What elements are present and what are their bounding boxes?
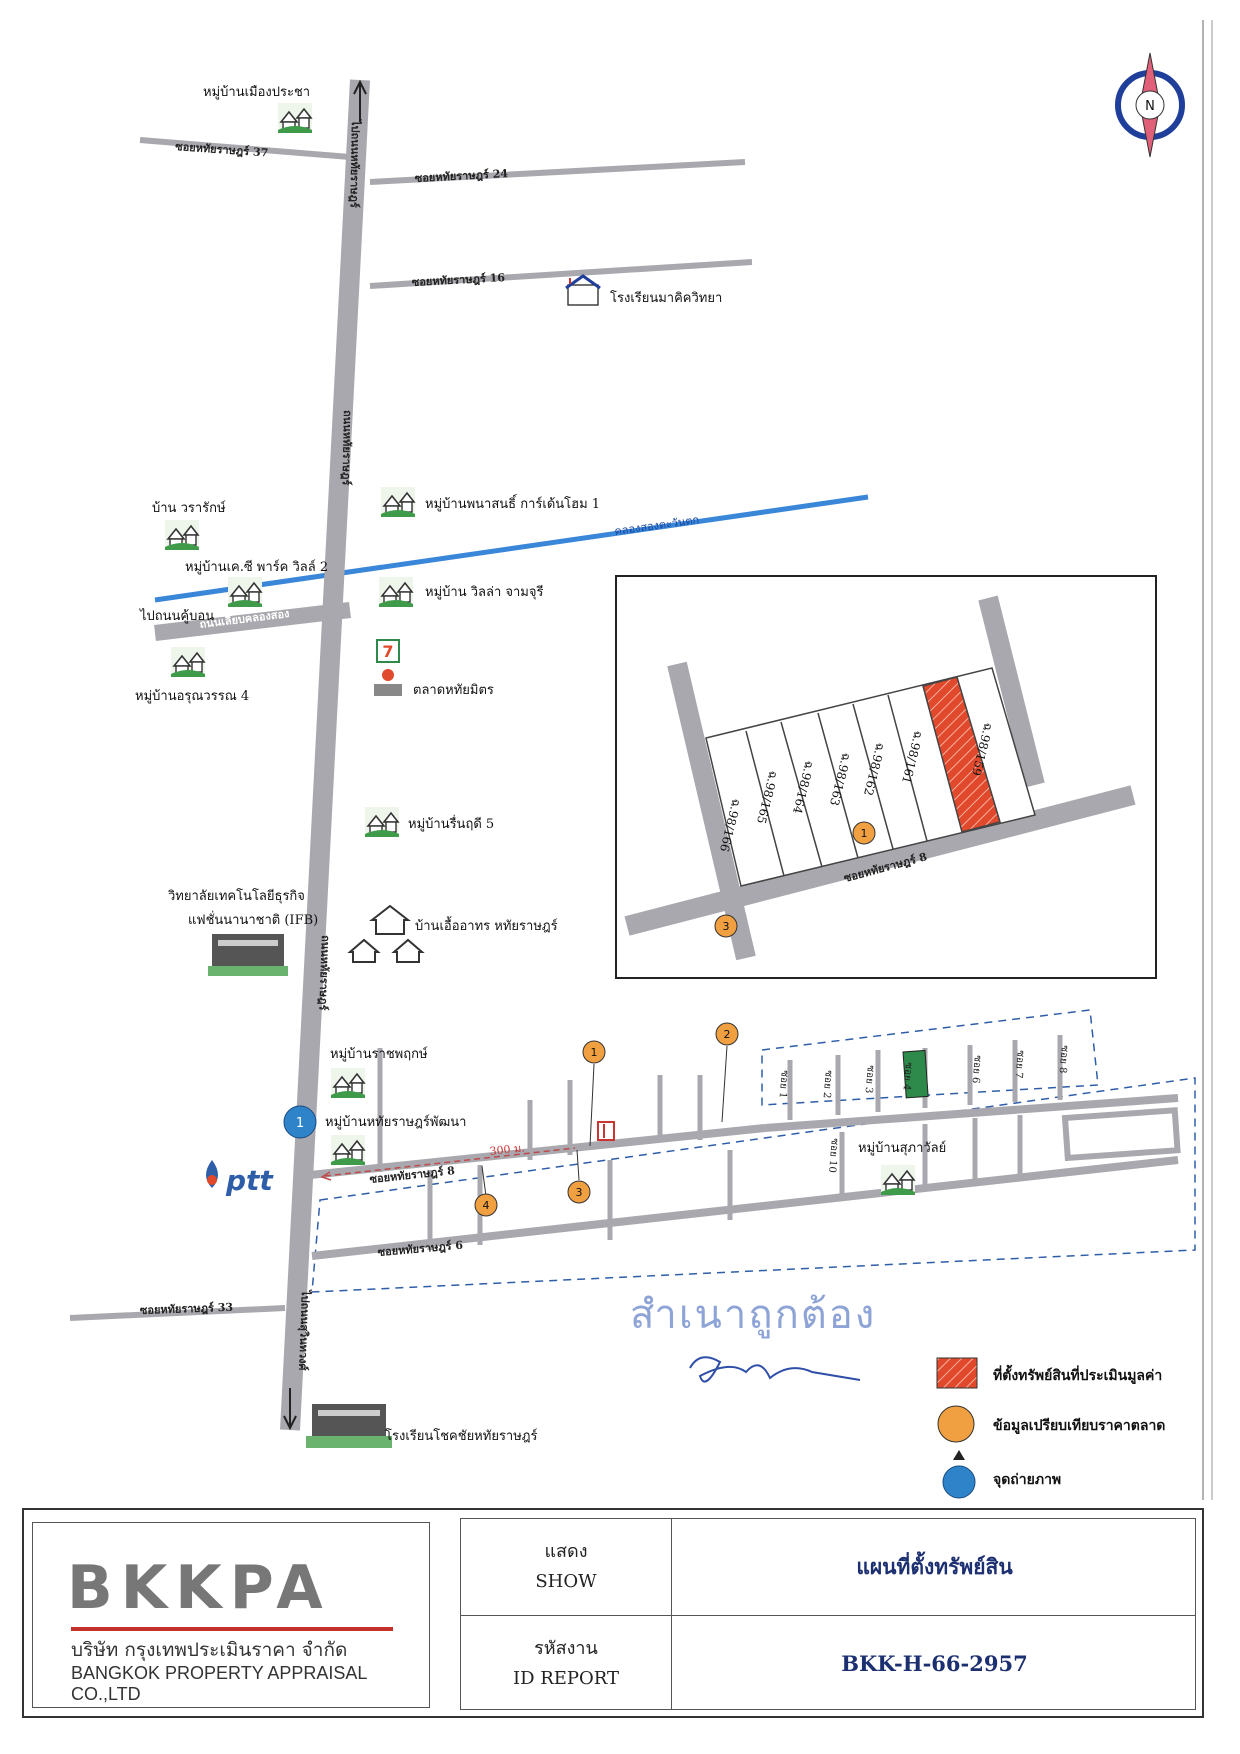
- road-label-soi33: ซอยหทัยราษฎร์ 33: [140, 1301, 234, 1317]
- logo-divider: [71, 1627, 393, 1631]
- soi-label-3: ซอย 3: [863, 1065, 876, 1094]
- legend-photo-label: จุดถ่ายภาพ: [993, 1472, 1061, 1488]
- seven-eleven-icon: 7: [376, 639, 400, 663]
- report-id: BKK-H-66-2957: [841, 1651, 1028, 1676]
- comparable-marker-2: [715, 1022, 739, 1046]
- place-ratchaphruek: หมู่บ้านราชพฤกษ์: [330, 1046, 428, 1062]
- id-label-th: รหัสงาน: [534, 1637, 598, 1659]
- road-label-main-south: ไปถนนสุวินทวงศ์: [295, 1288, 313, 1372]
- road-label-soi37: ซอยหทัยราษฎร์ 37: [175, 140, 269, 159]
- company-name-th: บริษัท กรุงเทพประเมินราคา จำกัด: [71, 1639, 348, 1661]
- place-ifb-line1: วิทยาลัยเทคโนโลยีธุรกิจ: [167, 888, 305, 904]
- soi-label-4: ซอย 4: [901, 1062, 914, 1091]
- place-uea-athon: บ้านเอื้ออาทร หทัยราษฎร์: [415, 916, 558, 934]
- subject-plot: [922, 676, 1001, 833]
- school-building-icon: [306, 1404, 392, 1448]
- place-ifb-line2: แฟชั่นนานาชาติ (IFB): [188, 911, 318, 928]
- place-phanason: หมู่บ้านพนาสนธิ์ การ์เด้นโฮม 1: [425, 494, 600, 512]
- svg-text:1: 1: [861, 827, 868, 840]
- place-villa-chamchuri: หมู่บ้าน วิลล่า จามจุรี: [425, 584, 543, 600]
- comparable-marker-4: [474, 1193, 498, 1217]
- photo-marker-1: [283, 1105, 317, 1139]
- place-chokchai-school: โรงเรียนโชคชัยหทัยราษฎร์: [385, 1428, 538, 1444]
- soi-label-2: ซอย 2: [821, 1070, 834, 1099]
- road-label-to-khubon: ไปถนนคู้บอน: [139, 608, 214, 624]
- place-makhi-school: โรงเรียนมาคิควิทยา: [610, 290, 722, 306]
- report-info-box: แสดง SHOW แผนที่ตั้งทรัพย์สิน รหัสงาน ID…: [460, 1518, 1196, 1710]
- road-label-soi16: ซอยหทัยราษฎร์ 16: [411, 271, 505, 289]
- soi-label-7: ซอย 7: [1013, 1050, 1026, 1079]
- legend-comparable-swatch: [937, 1405, 975, 1443]
- place-hathairat-phatthana: หมู่บ้านหทัยราษฎร์พัฒนา: [325, 1114, 466, 1130]
- legend-comparable-label: ข้อมูลเปรียบเทียบราคาตลาด: [993, 1418, 1165, 1434]
- title-cell: แผนที่ตั้งทรัพย์สิน: [672, 1519, 1197, 1615]
- document-title: แผนที่ตั้งทรัพย์สิน: [856, 1553, 1013, 1579]
- legend-photo-arrow: [953, 1450, 965, 1460]
- svg-text:2: 2: [724, 1028, 731, 1041]
- id-label-en: ID REPORT: [512, 1667, 620, 1689]
- signature: [689, 1356, 861, 1383]
- road-label-main-north: ไปถนนหทัยราษฎร์: [347, 118, 363, 208]
- place-suphawan: หมู่บ้านสุภาวัลย์: [858, 1140, 946, 1156]
- comparable-marker-3: [567, 1180, 591, 1204]
- place-talat: ตลาดหทัยมิตร: [413, 683, 494, 698]
- company-logo-box: BKKPA บริษัท กรุงเทพประเมินราคา จำกัด BA…: [32, 1522, 430, 1708]
- place-mueang-pracha: หมู่บ้านเมืองประชา: [203, 84, 310, 100]
- place-kc-park: หมู่บ้านเค.ซี พาร์ค วิลล์ 2: [185, 559, 328, 575]
- ptt-logo: ptt: [206, 1160, 274, 1197]
- place-rinrudee: หมู่บ้านรื่นฤดี 5: [408, 815, 494, 832]
- svg-text:1: 1: [591, 1046, 598, 1059]
- company-logo: BKKPA: [67, 1553, 331, 1623]
- school-icon: [565, 274, 601, 306]
- road-label-main-lower: ถนนหทัยราษฎร์: [316, 935, 332, 1011]
- seven-eleven-label: 7: [382, 642, 393, 661]
- show-label-en: SHOW: [535, 1571, 597, 1592]
- legend-subject-swatch: [936, 1357, 978, 1389]
- inset-comparable-marker-1: [852, 821, 876, 845]
- show-label-cell: แสดง SHOW: [461, 1519, 671, 1615]
- svg-text:3: 3: [576, 1186, 583, 1199]
- legend-photo-swatch: [942, 1465, 976, 1499]
- road-label-soi6: ซอยหทัยราษฎร์ 6: [377, 1239, 464, 1259]
- company-name-en: BANGKOK PROPERTY APPRAISAL CO.,LTD: [71, 1663, 367, 1704]
- compass-north-label: N: [1145, 99, 1155, 114]
- svg-text:3: 3: [723, 920, 730, 933]
- svg-text:4: 4: [483, 1199, 490, 1212]
- college-icon: [208, 934, 288, 976]
- canal-label: คลองสองตะวันตก: [614, 513, 700, 538]
- svg-text:1: 1: [296, 1116, 304, 1131]
- location-map: N คลองสองตะวันตก 300 ม. ไปถนนหทัยราษฎร์ …: [69, 20, 1213, 1500]
- legend-subject-label: ที่ตั้งทรัพย์สินที่ประเมินมูลค่า: [993, 1364, 1162, 1384]
- legend: ที่ตั้งทรัพย์สินที่ประเมินมูลค่า ข้อมูลเ…: [936, 1357, 1165, 1499]
- distance-label: 300 ม.: [489, 1141, 525, 1158]
- inset-map: ฉ.98/166 ฉ.98/165 ฉ.98/164 ฉ.98/163 ฉ.98…: [615, 575, 1157, 979]
- comparable-marker-1: [582, 1040, 606, 1064]
- soi-label-6: ซอย 6: [970, 1055, 983, 1084]
- house-outline-icons: [347, 904, 425, 963]
- canal: [154, 494, 869, 603]
- report-id-cell: BKK-H-66-2957: [672, 1616, 1197, 1711]
- certified-copy-stamp: สำเนาถูกต้อง: [630, 1292, 876, 1338]
- place-arunwan: หมู่บ้านอรุณวรรณ 4: [135, 689, 249, 704]
- soi-label-8: ซอย 8: [1057, 1045, 1070, 1074]
- soi-label-1: ซอย 1: [777, 1070, 790, 1099]
- show-label-th: แสดง: [544, 1541, 588, 1562]
- inset-comparable-marker-3: [714, 914, 738, 938]
- ptt-logo-text: ptt: [225, 1164, 274, 1197]
- id-label-cell: รหัสงาน ID REPORT: [461, 1616, 671, 1711]
- place-ban-wararak: บ้าน วรารักษ์: [152, 500, 226, 516]
- title-block: BKKPA บริษัท กรุงเทพประเมินราคา จำกัด BA…: [22, 1508, 1204, 1718]
- compass-rose: N: [1115, 52, 1185, 158]
- road-label-soi24: ซอยหทัยราษฎร์ 24: [414, 167, 508, 185]
- market-icon: [374, 669, 402, 696]
- main-road: [280, 79, 370, 1431]
- road-label-main-upper: ถนนหทัยราษฎร์: [340, 410, 354, 486]
- soi-label-10: ซอย 10: [826, 1138, 840, 1173]
